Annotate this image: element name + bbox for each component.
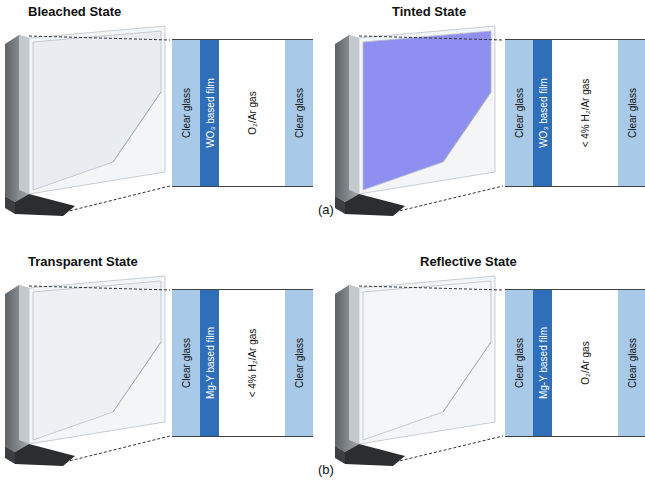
gas-layer: O₂/Ar gas <box>219 40 285 186</box>
layer-label: Clear glass <box>294 88 305 138</box>
section-edges <box>172 40 645 436</box>
layer-label: Clear glass <box>514 338 525 388</box>
layer-label: < 4% H₂/Ar gas <box>247 329 258 398</box>
glass-layer: Clear glass <box>172 40 200 186</box>
glass-layer: Clear glass <box>618 290 645 436</box>
glass-layer: Clear glass <box>618 40 645 186</box>
layer-label: Clear glass <box>627 338 638 388</box>
film-layer: WO₃ based film <box>533 40 552 186</box>
state-title: Tinted State <box>392 4 466 19</box>
glass-layer: Clear glass <box>285 290 313 436</box>
film-layer: Mg-Y based film <box>533 290 552 436</box>
film-layer: Mg-Y based film <box>200 290 219 436</box>
film-layer: WO₃ based film <box>200 40 219 186</box>
glass-layer: Clear glass <box>505 40 533 186</box>
leader-lines <box>29 36 503 462</box>
state-title: Transparent State <box>28 254 138 269</box>
layer-label: Clear glass <box>627 88 638 138</box>
panel-letter: (b) <box>318 462 334 477</box>
layer-label: Mg-Y based film <box>204 327 215 399</box>
window-illustration <box>335 276 495 466</box>
layer-label: O₂/Ar gas <box>580 341 591 384</box>
glass-layer: Clear glass <box>505 290 533 436</box>
window-illustration <box>5 26 165 216</box>
layer-label: Clear glass <box>294 338 305 388</box>
gas-layer: < 4% H₂/Ar gas <box>552 40 618 186</box>
window-illustration <box>335 26 495 216</box>
layer-label: Clear glass <box>181 338 192 388</box>
layer-label: O₂/Ar gas <box>247 91 258 134</box>
gas-layer: < 4% H₂/Ar gas <box>219 290 285 436</box>
glass-layer: Clear glass <box>285 40 313 186</box>
layer-label: WO₃ based film <box>537 78 548 148</box>
layer-label: Clear glass <box>181 88 192 138</box>
layer-label: Mg-Y based film <box>537 327 548 399</box>
panel-letter: (a) <box>318 202 334 217</box>
layer-label: Clear glass <box>514 88 525 138</box>
state-title: Bleached State <box>28 4 121 19</box>
gas-layer: O₂/Ar gas <box>552 290 618 436</box>
window-illustration <box>5 276 165 466</box>
state-title: Reflective State <box>420 254 517 269</box>
glass-layer: Clear glass <box>172 290 200 436</box>
layer-label: WO₃ based film <box>204 78 215 148</box>
layer-label: < 4% H₂/Ar gas <box>580 79 591 148</box>
